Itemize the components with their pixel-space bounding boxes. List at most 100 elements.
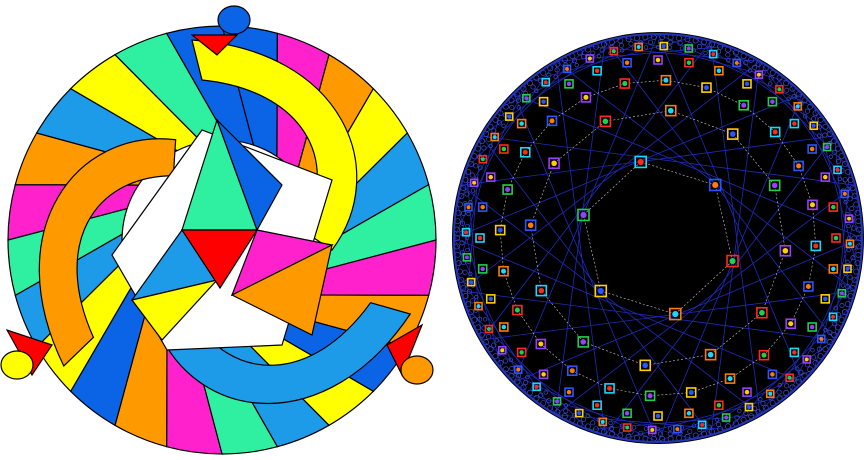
tiling-node-dot — [729, 258, 735, 264]
tiling-node-dot — [819, 337, 823, 341]
tiling-node-dot — [577, 411, 581, 415]
tiling-node-dot — [810, 325, 814, 329]
tiling-node-dot — [507, 115, 511, 119]
tiling-node-dot — [516, 368, 520, 372]
tiling-node-dot — [650, 428, 654, 432]
tiling-node-dot — [687, 60, 691, 64]
tiling-node-dot — [472, 181, 476, 185]
tiling-node-dot — [770, 99, 774, 103]
tiling-node-dot — [745, 390, 749, 394]
tiling-node-dot — [505, 187, 510, 192]
tiling-node-dot — [519, 121, 523, 125]
tiling-node-dot — [580, 339, 586, 345]
tiling-node-dot — [481, 157, 485, 161]
tiling-node-dot — [757, 73, 761, 77]
tiling-node-dot — [480, 267, 484, 271]
tiling-node-dot — [662, 44, 666, 48]
tiling-node-dot — [812, 124, 816, 128]
tiling-node-dot — [770, 372, 774, 376]
tiling-node-dot — [689, 390, 694, 395]
tiling-node-dot — [792, 121, 796, 125]
tiling-node-dot — [810, 202, 815, 207]
tiling-node-dot — [773, 129, 778, 134]
tiling-node-dot — [625, 60, 629, 64]
hyperbolic-tiling-disk — [444, 0, 864, 460]
tiling-node-dot — [840, 291, 844, 295]
tiling-node-dot — [847, 217, 851, 221]
tiling-node-dot — [768, 392, 772, 396]
tiling-node-dot — [656, 414, 660, 418]
tiling-node-dot — [792, 350, 796, 354]
tiling-node-dot — [663, 78, 668, 83]
tiling-node-dot — [843, 192, 847, 196]
tiling-node-dot — [712, 182, 718, 188]
tiling-node-dot — [523, 150, 528, 155]
tiling-node-dot — [549, 118, 554, 123]
tiling-node-dot — [704, 85, 709, 90]
tiling-node-dot — [555, 399, 559, 403]
tiling-node-dot — [724, 416, 728, 420]
tiling-node-dot — [567, 82, 571, 86]
tiling-node-dot — [477, 304, 481, 308]
tiling-node-dot — [583, 95, 588, 100]
tiling-node-dot — [565, 67, 569, 71]
tiling-node-dot — [761, 353, 766, 358]
tiling-node-dot — [831, 267, 835, 271]
tiling-node-dot — [796, 163, 801, 168]
tiling-node-dot — [687, 411, 691, 415]
tiling-node-dot — [823, 175, 827, 179]
tiling-node-dot — [675, 427, 679, 431]
tiling-node-dot — [544, 80, 548, 84]
tiling-node-dot — [601, 420, 605, 424]
tiling-node-dot — [777, 87, 781, 91]
tiling-node-dot — [730, 131, 736, 137]
tiling-node-dot — [524, 96, 528, 100]
tiling-node-dot — [595, 403, 599, 407]
tiling-node-dot — [831, 315, 835, 319]
knot-lobe-tip — [1, 351, 33, 379]
tiling-node-dot — [567, 390, 571, 394]
tiling-node-dot — [788, 321, 793, 326]
tiling-node-dot — [687, 47, 691, 51]
tiling-node-dot — [638, 159, 644, 165]
tiling-node-dot — [813, 243, 818, 248]
tiling-node-dot — [772, 183, 778, 189]
tiling-node-dot — [612, 49, 616, 53]
tiling-node-dot — [465, 255, 469, 259]
hyperbolic-disk-svg — [444, 0, 864, 460]
tiling-node-dot — [488, 175, 492, 179]
tiling-node-dot — [700, 423, 704, 427]
tiling-node-dot — [622, 81, 627, 86]
tiling-node-dot — [502, 147, 506, 151]
tiling-node-dot — [480, 205, 484, 209]
tiling-node-dot — [783, 248, 789, 254]
tiling-node-dot — [741, 103, 746, 108]
tiling-node-dot — [648, 393, 653, 398]
tiling-node-dot — [656, 58, 660, 62]
tiling-node-dot — [570, 368, 575, 373]
knot-lobe-tip — [218, 6, 250, 34]
tiling-node-dot — [625, 411, 629, 415]
tiling-node-dot — [488, 297, 492, 301]
tiling-node-dot — [747, 405, 751, 409]
tiling-node-dot — [501, 269, 506, 274]
tiling-node-dot — [580, 212, 586, 218]
tiling-node-dot — [836, 168, 840, 172]
tiling-node-dot — [831, 205, 835, 209]
tiling-node-dot — [759, 310, 765, 316]
tiling-node-dot — [469, 280, 473, 284]
tiling-node-dot — [607, 386, 612, 391]
tiling-node-dot — [717, 403, 721, 407]
twisted-knot-svg — [0, 0, 444, 460]
tiling-node-dot — [711, 52, 715, 56]
tiling-node-dot — [735, 61, 739, 65]
tiling-node-dot — [498, 228, 503, 233]
tiling-node-dot — [788, 376, 792, 380]
tiling-node-dot — [728, 376, 733, 381]
tiling-node-dot — [848, 242, 852, 246]
tiling-node-dot — [528, 222, 534, 228]
tiling-node-dot — [796, 104, 800, 108]
tiling-node-dot — [539, 288, 545, 294]
tiling-node-dot — [502, 325, 506, 329]
knot-lobe-tip — [401, 356, 433, 384]
